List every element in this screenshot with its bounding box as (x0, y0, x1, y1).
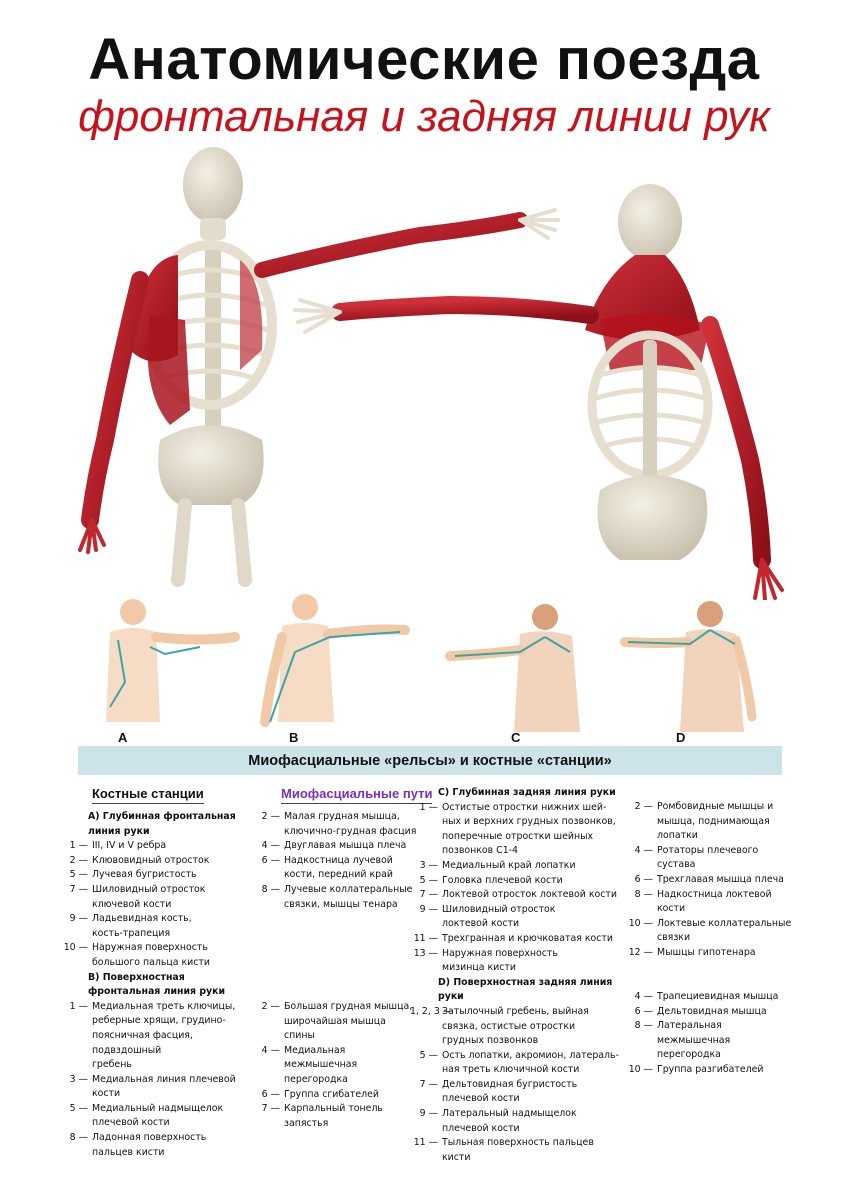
section-b-heading: В) Поверхностная фронтальная линия руки (88, 971, 226, 998)
back-lines-right-column-d: 4 —Трапециевидная мышца 6 —Дельтовидная … (625, 990, 795, 1078)
figure-a (106, 599, 240, 722)
bony-stations-heading: Костные станции (92, 786, 204, 804)
anatomy-illustration (78, 147, 784, 600)
list-item: 8 —Ладонная поверхность пальцев кисти (69, 1132, 207, 1158)
bony-stations-column: А) Глубинная фронтальная линия руки 1 —I… (60, 810, 258, 1160)
list-item: 1 —Остистые отростки нижних шей- ных и в… (419, 801, 616, 857)
list-item: 5 —Медиальный надмыщелок плечевой кости (69, 1102, 224, 1129)
list-item: 6 —Дельтовидная мышца (634, 1005, 767, 1017)
list-item: 10 —Локтевые коллатеральные связки (628, 917, 792, 944)
list-item: 10 —Группа разгибателей (628, 1063, 764, 1075)
list-item: 7 —Карпальный тонель запястья (261, 1103, 383, 1129)
section-a-heading: А) Глубинная фронтальная линия руки (88, 811, 236, 837)
page-title: Анатомические поезда (88, 27, 760, 92)
list-item: 5 —Лучевая бугристость (69, 869, 197, 881)
list-item: 8 —Латеральная межмышечная перегородка (634, 1020, 731, 1061)
list-item: 2 —Ромбовидные мышцы и мышца, поднимающа… (634, 801, 774, 842)
list-item: 8 —Надкостница локтевой кости (634, 888, 772, 915)
list-item: 12 —Мышцы гипотенара (628, 946, 756, 958)
line-figures (106, 594, 757, 732)
list-item: 8 —Лучевые коллатеральные связки, мышцы … (261, 883, 413, 910)
list-item: 5 —Головка плечевой кости (419, 874, 563, 886)
section-d-heading: D) Поверхностная задняя линия руки (438, 976, 613, 1003)
list-item: 10 —Наружная поверхность большого пальца… (63, 942, 210, 968)
myofascial-paths-column-b: 2 —Большая грудная мышца, широчайшая мыш… (258, 1000, 418, 1131)
list-item: 2 —Малая грудная мышца, ключично-грудная… (261, 811, 417, 837)
myofascial-paths-heading: Миофасциальные пути (281, 786, 433, 804)
figure-d (620, 601, 757, 732)
list-item: 7 —Дельтовидная бугристость плечевой кос… (419, 1078, 578, 1105)
figure-b (260, 594, 410, 727)
back-lines-right-column: 2 —Ромбовидные мышцы и мышца, поднимающа… (625, 800, 795, 961)
list-item: 6 —Трехглавая мышца плеча (634, 873, 784, 885)
list-item: 4 —Трапециевидная мышца (634, 991, 779, 1002)
list-item: 6 —Группа сгибателей (261, 1088, 379, 1100)
list-item: 3 —Медиальная линия плечевой кости (69, 1073, 236, 1100)
figure-label-a: A (118, 730, 128, 745)
section-banner: Миофасциальные «рельсы» и костные «станц… (78, 746, 782, 775)
list-item: 11 —Трехгранная и крючковатая кости (413, 932, 613, 944)
list-item: 4 —Ротаторы плечевого сустава (634, 844, 759, 871)
back-lines-column: С) Глубинная задняя линия руки 1 —Остист… (410, 786, 620, 1165)
list-item: 7 —Шиловидный отросток ключевой кости (69, 883, 206, 910)
list-item: 6 —Надкостница лучевой кости, передний к… (261, 854, 393, 881)
list-item: 5 —Ость лопатки, акромион, латераль- ная… (419, 1049, 619, 1076)
section-c-heading: С) Глубинная задняя линия руки (438, 787, 616, 798)
page-subtitle: фронтальная и задняя линии рук (78, 92, 770, 141)
list-item: 1, 2, 3 —Затылочный гребень, выйная связ… (410, 1005, 589, 1047)
figure-label-c: C (511, 730, 521, 745)
list-item: 9 —Шиловидный отросток локтевой кости (419, 903, 556, 930)
list-item: 11 —Тыльная поверхность пальцев кисти (413, 1137, 594, 1163)
myofascial-paths-column: 2 —Малая грудная мышца, ключично-грудная… (258, 810, 418, 912)
front-skeleton (78, 147, 560, 587)
list-item: 2 —Большая грудная мышца, широчайшая мыш… (261, 1001, 413, 1042)
list-item: 9 —Ладьевидная кость, кость-трапеция (69, 913, 192, 939)
list-item: 7 —Локтевой отросток локтевой кости (419, 889, 617, 901)
list-item: 1 —Медиальная треть ключицы, реберные хр… (69, 1000, 236, 1071)
back-skeleton (293, 184, 784, 600)
figure-label-b: B (289, 730, 299, 745)
list-item: 13 —Наружная поверхность мизинца кисти (413, 947, 558, 974)
list-item: 4 —Медиальная межмышечная перегородка (261, 1044, 358, 1085)
figure-label-d: D (676, 730, 686, 745)
list-item: 4 —Двуглавая мышца плеча (261, 840, 407, 852)
list-item: 9 —Латеральный надмыщелок плечевой кости (419, 1108, 577, 1134)
list-item: 3 —Медиальный край лопатки (419, 859, 576, 871)
list-item: 1 —III, IV и V ребра (69, 840, 167, 852)
list-item: 2 —Клювовидный отросток (69, 854, 210, 866)
figure-c (445, 604, 580, 732)
